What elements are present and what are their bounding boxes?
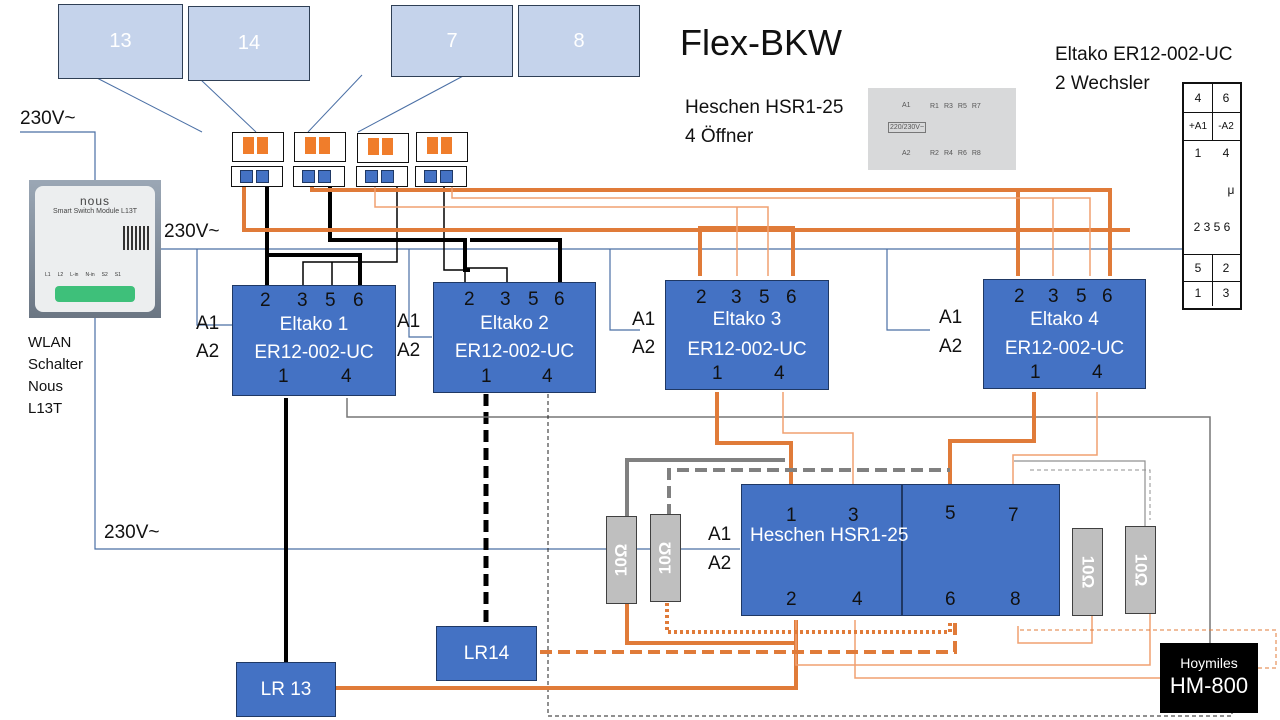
solar-panel-7: 7 bbox=[391, 5, 513, 77]
voltage-label: 230V~ bbox=[164, 221, 220, 242]
solar-panel-14: 14 bbox=[188, 6, 310, 81]
coil-label: A1 bbox=[632, 309, 656, 330]
nous-product: Smart Switch Module L13T bbox=[52, 208, 138, 215]
terminal-label: L-in bbox=[70, 272, 79, 278]
coil-label: A1 bbox=[196, 313, 220, 334]
inverter-model: HM-800 bbox=[1169, 673, 1249, 698]
panel-7-link bbox=[307, 74, 363, 133]
relay-model: ER12-002-UC bbox=[687, 339, 807, 360]
terminal-label: S1 bbox=[114, 272, 121, 278]
heschen-info: Heschen HSR1-25 4 Öffner bbox=[685, 97, 844, 147]
relay-model: ER12-002-UC bbox=[254, 342, 374, 363]
qr-code bbox=[123, 226, 151, 250]
coil-label: A2 bbox=[397, 340, 421, 361]
coil-label: A2 bbox=[708, 553, 732, 574]
relay-model: ER12-002-UC bbox=[454, 341, 575, 362]
relay-name: Eltako 1 bbox=[279, 314, 349, 335]
wlan-caption: WLAN Schalter Nous L13T bbox=[28, 334, 84, 417]
terminal-label: L1 bbox=[45, 272, 51, 278]
load-lr14: LR14 bbox=[436, 626, 537, 681]
nous-switch-photo: nous Smart Switch Module L13T L1 L2 L-in… bbox=[29, 180, 161, 318]
terminal-block bbox=[55, 286, 135, 302]
resistor: 10Ω bbox=[606, 516, 637, 604]
mc4-connector-blue bbox=[356, 166, 408, 187]
relay-divider bbox=[901, 485, 903, 615]
relay-name: Eltako 3 bbox=[712, 309, 782, 330]
relay-name: Eltako 4 bbox=[1030, 309, 1099, 330]
coil-label: A2 bbox=[632, 337, 656, 358]
eltako-relay-1: 2 3 5 6 Eltako 1 ER12-002-UC 1 4 bbox=[232, 285, 396, 396]
load-lr13: LR 13 bbox=[236, 662, 336, 717]
coil-label: A1 bbox=[397, 311, 421, 332]
mc4-connector-blue bbox=[293, 166, 345, 187]
inverter-hoymiles: Hoymiles HM-800 bbox=[1160, 643, 1258, 713]
relay-name: Eltako 2 bbox=[480, 313, 549, 334]
inverter-brand: Hoymiles bbox=[1180, 655, 1238, 671]
solar-panel-8: 8 bbox=[518, 5, 640, 77]
coil-label: A2 bbox=[196, 341, 220, 362]
nous-brand: nous bbox=[79, 194, 111, 208]
eltako-relay-4: 2 3 5 6 Eltako 4 ER12-002-UC 1 4 bbox=[983, 279, 1146, 389]
mc4-connector-orange bbox=[357, 133, 409, 163]
resistor: 10Ω bbox=[1072, 528, 1103, 616]
panel-8-link bbox=[357, 74, 466, 133]
black-wires bbox=[265, 184, 562, 662]
panel-13-link bbox=[94, 76, 203, 133]
eltako-pinout-legend: 4 6 +A1 -A2 1 4 μ 2 3 5 6 5 2 1 3 bbox=[1182, 82, 1242, 310]
coil-label: A2 bbox=[939, 336, 963, 357]
mc4-connector-orange bbox=[294, 132, 346, 162]
voltage-label: 230V~ bbox=[20, 108, 76, 129]
coil-label: A1 bbox=[939, 307, 963, 328]
eltako-relay-3: 2 3 5 6 Eltako 3 ER12-002-UC 1 4 bbox=[665, 280, 829, 390]
terminal-label: N-in bbox=[85, 272, 95, 278]
eltako-relay-2: 2 3 5 6 Eltako 2 ER12-002-UC 1 4 bbox=[433, 282, 596, 393]
mc4-connector-blue bbox=[231, 166, 283, 187]
panel-14-link bbox=[199, 78, 257, 133]
resistor: 10Ω bbox=[1125, 526, 1156, 614]
mc4-connector-orange bbox=[416, 132, 468, 162]
relay-name: Heschen HSR1-25 bbox=[750, 525, 909, 546]
relay-model: ER12-002-UC bbox=[1004, 338, 1125, 359]
coil-label: A1 bbox=[708, 524, 732, 545]
mc4-connector-blue bbox=[415, 166, 467, 187]
terminal-label: S2 bbox=[101, 272, 108, 278]
voltage-label: 230V~ bbox=[104, 522, 160, 543]
supply-lines bbox=[20, 131, 1220, 550]
solar-panel-13: 13 bbox=[58, 4, 183, 79]
terminal-label: L2 bbox=[57, 272, 64, 278]
resistor: 10Ω bbox=[650, 514, 681, 602]
eltako-info: Eltako ER12-002-UC 2 Wechsler bbox=[1055, 44, 1233, 94]
heschen-relay: 1 3 5 7 Heschen HSR1-25 2 4 6 8 bbox=[741, 484, 1060, 616]
diagram-title: Flex-BKW bbox=[680, 22, 842, 63]
mc4-connector-orange bbox=[232, 132, 284, 162]
